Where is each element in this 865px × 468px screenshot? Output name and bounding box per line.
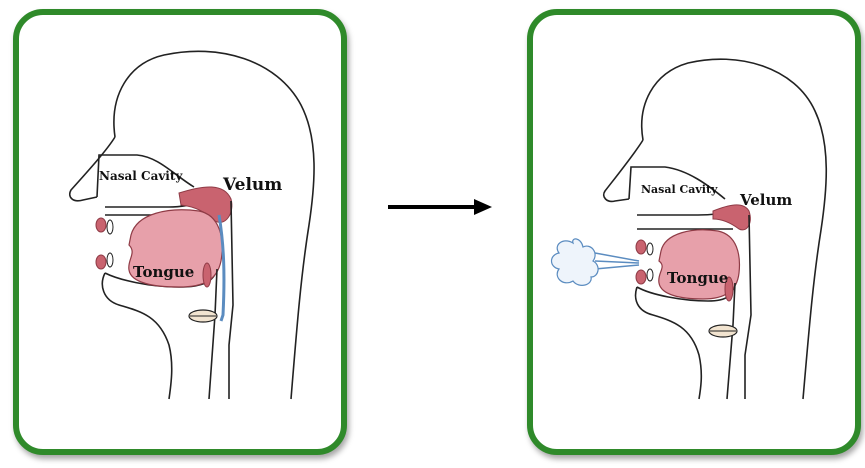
upper-lip [636, 240, 646, 254]
lower-lip [96, 255, 106, 269]
panel-velum-lowered: Nasal Cavity Velum Tongue [13, 9, 347, 455]
airflow-cloud-icon [552, 239, 640, 285]
vocal-tract-diagram-right: Nasal Cavity Velum Tongue [533, 15, 855, 449]
nasal-cavity-label: Nasal Cavity [99, 169, 183, 183]
pharynx-wall [745, 215, 751, 399]
upper-teeth [647, 243, 653, 255]
nose-outline [604, 140, 643, 201]
airflow-channel [219, 215, 224, 321]
epiglottis [203, 263, 211, 287]
velum-label: Velum [222, 175, 282, 195]
vocal-tract-diagram-left: Nasal Cavity Velum Tongue [19, 15, 341, 449]
tongue-label: Tongue [133, 263, 194, 281]
lower-teeth [107, 253, 113, 267]
upper-lip [96, 218, 106, 232]
pharynx-back-wall [209, 269, 217, 399]
jaw-outline [636, 287, 702, 399]
right-arrow-icon [388, 195, 496, 219]
upper-teeth [107, 220, 113, 234]
velum-label: Velum [739, 191, 792, 209]
nasal-cavity-label: Nasal Cavity [641, 183, 718, 196]
panel-velum-raised: Nasal Cavity Velum Tongue [527, 9, 861, 455]
tongue-label: Tongue [667, 269, 728, 287]
pharynx-wall [229, 201, 233, 399]
lower-teeth [647, 269, 653, 281]
jaw-outline [102, 273, 171, 399]
lower-lip [636, 270, 646, 284]
